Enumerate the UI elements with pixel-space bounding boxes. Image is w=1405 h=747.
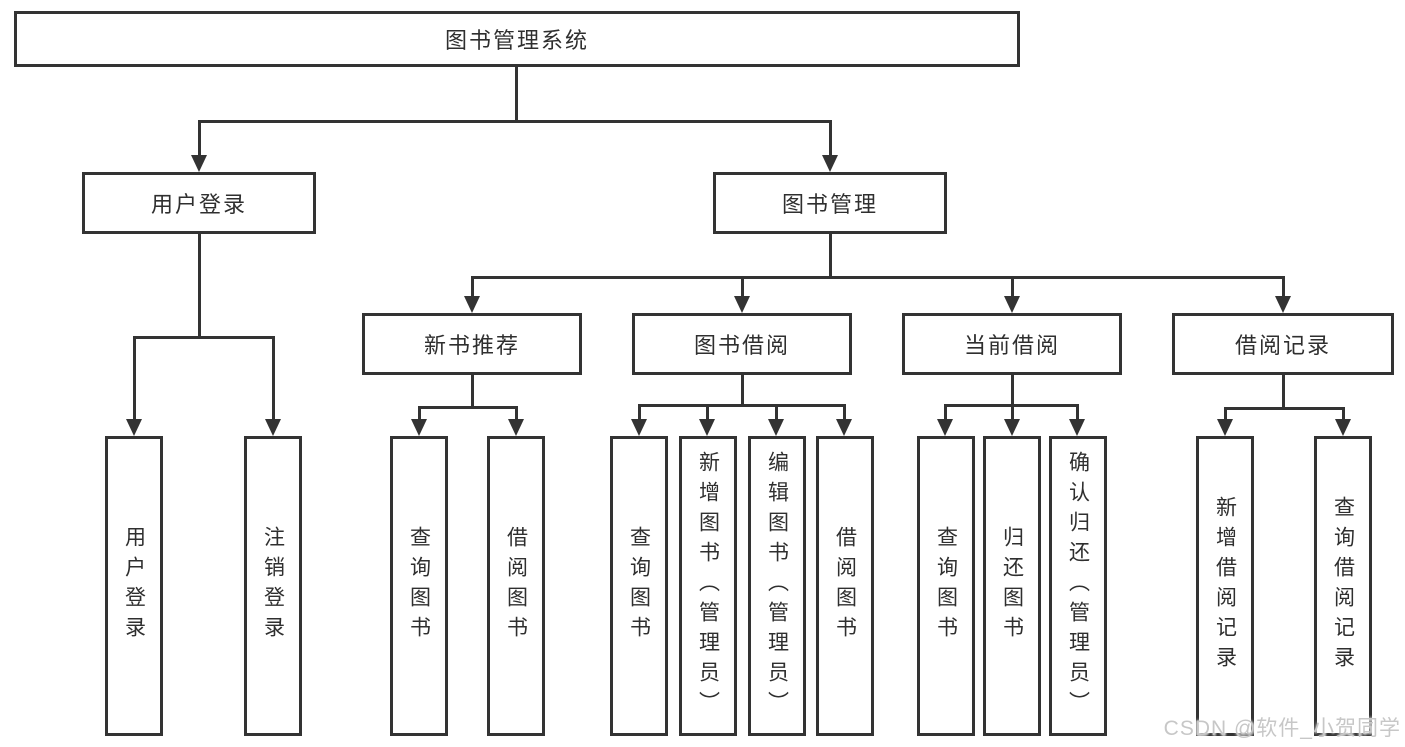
arrowhead [464,296,480,313]
leaf-confirm-return-admin: 确认归还（管理员） [1049,436,1107,736]
connector-line [1342,407,1345,422]
arrowhead [631,419,647,436]
connector-line [272,336,275,420]
connector-line [741,276,744,298]
connector-line [829,120,832,158]
connector-line [1011,375,1014,404]
arrowhead [1069,419,1085,436]
connector-line [1076,404,1079,422]
connector-line [418,406,421,422]
leaf-query-books-recommend: 查询图书 [390,436,448,736]
connector-line [418,406,518,409]
leaf-edit-book-admin: 编辑图书（管理员） [748,436,806,736]
arrowhead [508,419,524,436]
watermark: CSDN @软件_小贺同学 [1163,717,1401,740]
connector-line [1224,407,1227,422]
arrowhead [191,155,207,172]
connector-line [1282,375,1285,407]
arrowhead [836,419,852,436]
arrowhead [411,419,427,436]
leaf-add-book-admin: 新增图书（管理员） [679,436,737,736]
arrowhead [699,419,715,436]
connector-line [515,406,518,422]
connector-line [133,336,275,339]
connector-line [1011,276,1014,298]
connector-line [198,120,832,123]
leaf-logout: 注销登录 [244,436,302,736]
leaf-query-books-borrow: 查询图书 [610,436,668,736]
node-book-borrow: 图书借阅 [632,313,852,375]
arrowhead [126,419,142,436]
leaf-borrow-books-recommend: 借阅图书 [487,436,545,736]
node-book-management: 图书管理 [713,172,947,234]
leaf-user-login: 用户登录 [105,436,163,736]
connector-line [1224,407,1344,410]
connector-line [775,404,778,422]
arrowhead [1335,419,1351,436]
connector-line [198,234,201,336]
node-new-book-recommend: 新书推荐 [362,313,582,375]
leaf-borrow-books: 借阅图书 [816,436,874,736]
arrowhead [822,155,838,172]
leaf-add-borrow-record: 新增借阅记录 [1196,436,1254,736]
connector-line [515,67,518,120]
connector-line [471,375,474,406]
arrowhead [937,419,953,436]
connector-line [638,404,846,407]
connector-line [843,404,846,422]
arrowhead [768,419,784,436]
leaf-query-books-current: 查询图书 [917,436,975,736]
leaf-query-borrow-record: 查询借阅记录 [1314,436,1372,736]
connector-line [133,336,136,420]
arrowhead [1004,419,1020,436]
connector-line [741,375,744,404]
connector-line [471,276,1285,279]
connector-line [1011,404,1014,422]
node-user-login: 用户登录 [82,172,316,234]
connector-line [706,404,709,422]
connector-line [1282,276,1285,298]
node-borrow-record: 借阅记录 [1172,313,1394,375]
arrowhead [1275,296,1291,313]
arrowhead [1004,296,1020,313]
connector-line [638,404,641,422]
connector-line [471,276,474,298]
arrowhead [1217,419,1233,436]
connector-line [829,234,832,276]
leaf-return-book: 归还图书 [983,436,1041,736]
arrowhead [734,296,750,313]
node-current-borrow: 当前借阅 [902,313,1122,375]
connector-line [198,120,201,158]
connector-line [944,404,947,422]
arrowhead [265,419,281,436]
node-root-system: 图书管理系统 [14,11,1020,67]
